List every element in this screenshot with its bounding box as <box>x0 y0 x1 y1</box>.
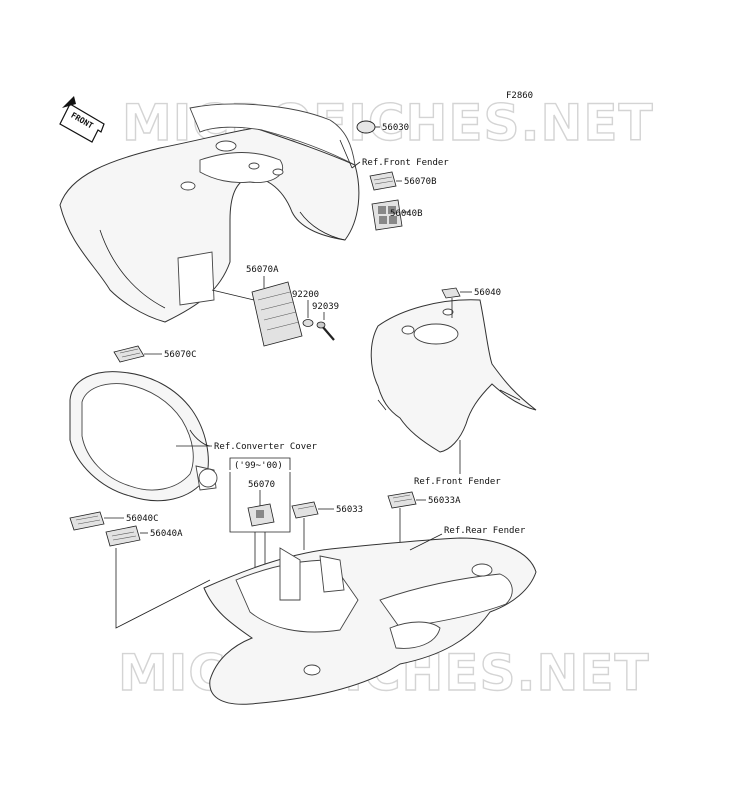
decal-56040A: 56040A <box>105 525 183 547</box>
label-56033: 56033 <box>336 505 363 515</box>
year-note: ('99~'00) <box>234 461 283 471</box>
decal-56040B: 56040B <box>371 199 423 231</box>
front-arrow-icon: FRONT <box>59 96 105 143</box>
figure-code: F2860 <box>506 91 533 101</box>
decal-56070A: 56070A <box>211 265 303 347</box>
ref-front-fender-mid: Ref.Front Fender <box>414 477 501 487</box>
decal-56070C: 56070C <box>113 345 197 363</box>
label-56030: 56030 <box>382 123 409 133</box>
front-fender-top-illustration <box>59 103 360 323</box>
label-92200: 92200 <box>292 290 319 300</box>
ref-front-fender-top: Ref.Front Fender <box>362 158 449 168</box>
label-56070B: 56070B <box>404 177 437 187</box>
label-92039: 92039 <box>312 302 339 312</box>
rear-fender-illustration <box>203 537 537 705</box>
label-56070A: 56070A <box>246 265 279 275</box>
decal-56033: 56033 <box>291 501 363 550</box>
label-56070: 56070 <box>248 480 275 490</box>
ref-converter-cover: Ref.Converter Cover <box>214 442 318 452</box>
ref-rear-fender: Ref.Rear Fender <box>444 526 526 536</box>
converter-cover-illustration <box>69 371 218 502</box>
decal-56070B: 56070B <box>369 171 437 191</box>
label-56040: 56040 <box>474 288 501 298</box>
decal-56033A: 56033A <box>387 491 461 560</box>
label-56040C: 56040C <box>126 514 159 524</box>
label-56070C: 56070C <box>164 350 197 360</box>
part-56030: 56030 <box>356 120 409 134</box>
hardware-92039: 92039 <box>312 302 339 341</box>
label-56040B: 56040B <box>390 209 423 219</box>
label-56033A: 56033A <box>428 496 461 506</box>
front-fender-mid-illustration <box>370 299 537 453</box>
decal-56040: 56040 <box>441 287 501 318</box>
decal-56040C: 56040C <box>69 511 159 531</box>
label-56040A: 56040A <box>150 529 183 539</box>
hardware-92200: 92200 <box>292 290 319 327</box>
